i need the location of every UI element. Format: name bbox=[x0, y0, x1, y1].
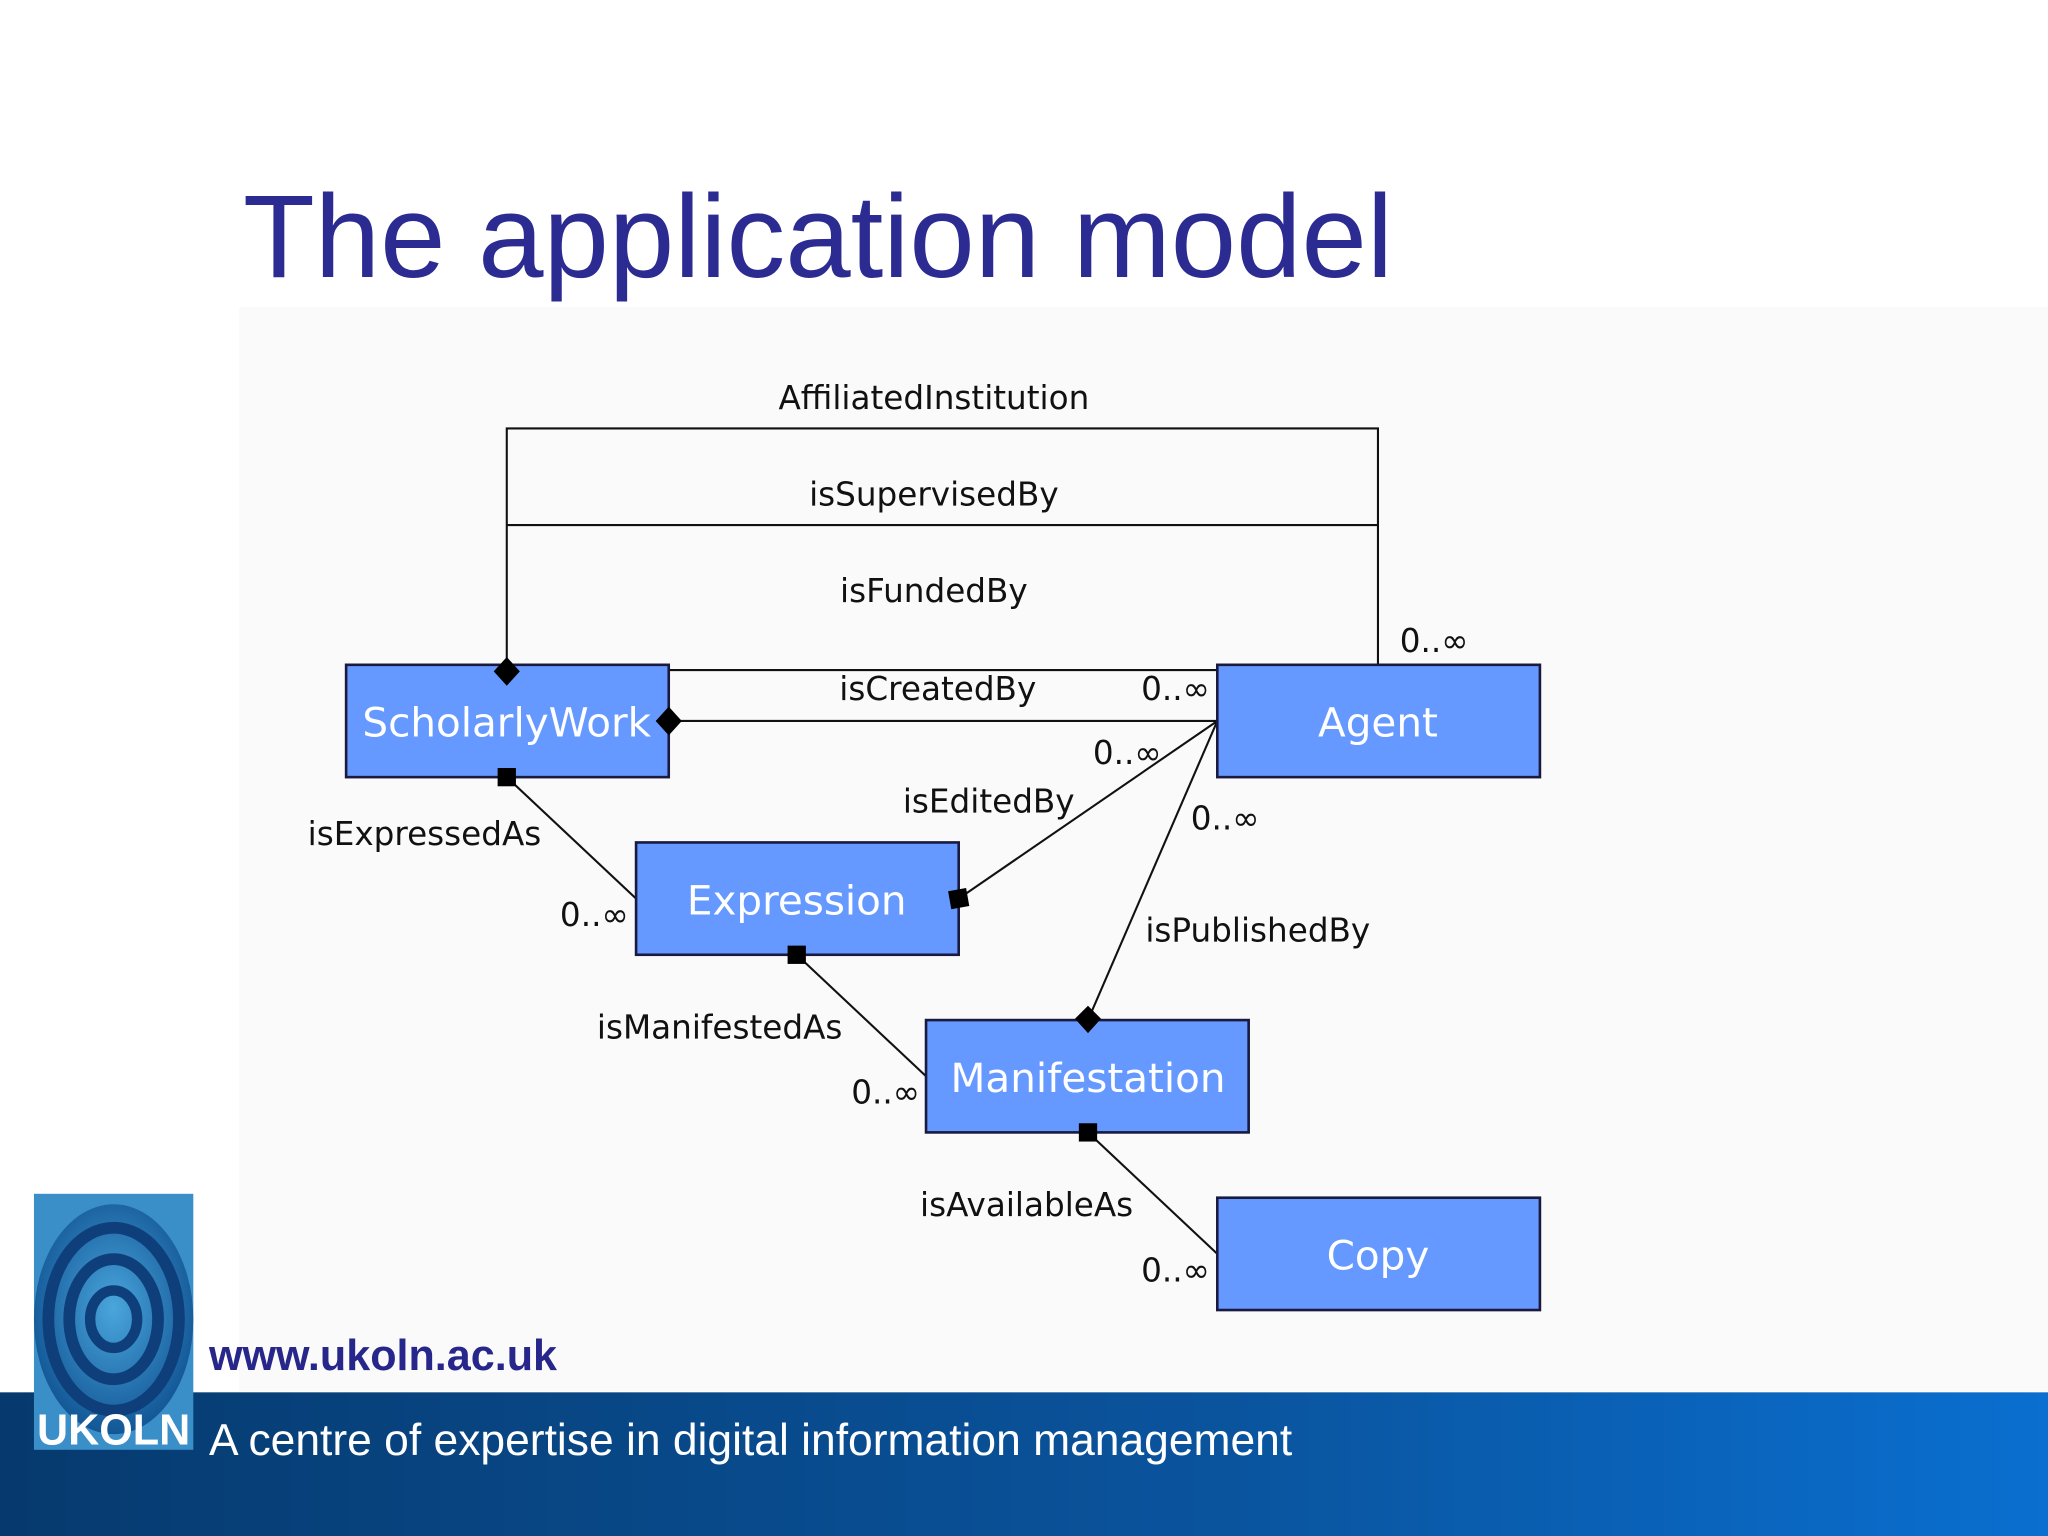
ukoln-logo: UKOLN bbox=[33, 1193, 194, 1455]
entity-label: Manifestation bbox=[950, 1054, 1225, 1102]
multiplicity-label: 0..∞ bbox=[1400, 622, 1469, 660]
multiplicity-label: 0..∞ bbox=[560, 896, 629, 934]
relation-label-available: isAvailableAs bbox=[920, 1186, 1133, 1224]
multiplicity-label: 0..∞ bbox=[1093, 734, 1162, 772]
square-marker bbox=[1078, 1123, 1098, 1142]
logo-text: UKOLN bbox=[37, 1407, 190, 1455]
relation-label-expressed: isExpressedAs bbox=[308, 815, 542, 853]
square-marker bbox=[948, 888, 970, 910]
entity-copy: Copy bbox=[1216, 1196, 1542, 1312]
diamond-marker bbox=[655, 706, 682, 736]
relation-label-published: isPublishedBy bbox=[1145, 912, 1370, 950]
markers bbox=[493, 656, 1102, 1142]
entity-agent: Agent bbox=[1216, 663, 1542, 779]
entity-expression: Expression bbox=[634, 841, 960, 957]
square-marker bbox=[787, 945, 806, 964]
affiliated-line bbox=[505, 427, 1380, 671]
relation-label-funded: isFundedBy bbox=[840, 572, 1028, 610]
multiplicity-label: 0..∞ bbox=[1141, 1251, 1210, 1289]
published-line bbox=[1087, 720, 1219, 1021]
relation-label-affiliated: AffiliatedInstitution bbox=[778, 379, 1089, 417]
square-marker bbox=[497, 768, 516, 787]
relation-label-created: isCreatedBy bbox=[839, 670, 1036, 708]
footer-band bbox=[0, 1392, 2048, 1536]
entity-label: ScholarlyWork bbox=[362, 699, 651, 747]
multiplicity-label: 0..∞ bbox=[851, 1074, 920, 1112]
multiplicity-label: 0..∞ bbox=[1141, 670, 1210, 708]
relation-label-supervised: isSupervisedBy bbox=[809, 475, 1059, 513]
edited-line bbox=[958, 720, 1218, 900]
manifested-line bbox=[796, 954, 927, 1078]
relation-label-edited: isEditedBy bbox=[903, 782, 1075, 820]
available-line bbox=[1087, 1131, 1219, 1255]
entity-label: Agent bbox=[1318, 699, 1438, 747]
entity-label: Copy bbox=[1327, 1232, 1430, 1280]
diamond-marker bbox=[1074, 1005, 1102, 1034]
footer-tagline: A centre of expertise in digital informa… bbox=[209, 1416, 1293, 1465]
entity-manifestation: Manifestation bbox=[924, 1018, 1250, 1134]
entity-label: Expression bbox=[687, 876, 907, 924]
footer-url[interactable]: www.ukoln.ac.uk bbox=[208, 1332, 558, 1380]
multiplicity-label: 0..∞ bbox=[1191, 799, 1260, 837]
diagram-background bbox=[239, 306, 2048, 1392]
expressed-line bbox=[506, 776, 637, 900]
slide-title: The application model bbox=[243, 171, 1393, 302]
relation-label-manifested: isManifestedAs bbox=[597, 1008, 843, 1046]
